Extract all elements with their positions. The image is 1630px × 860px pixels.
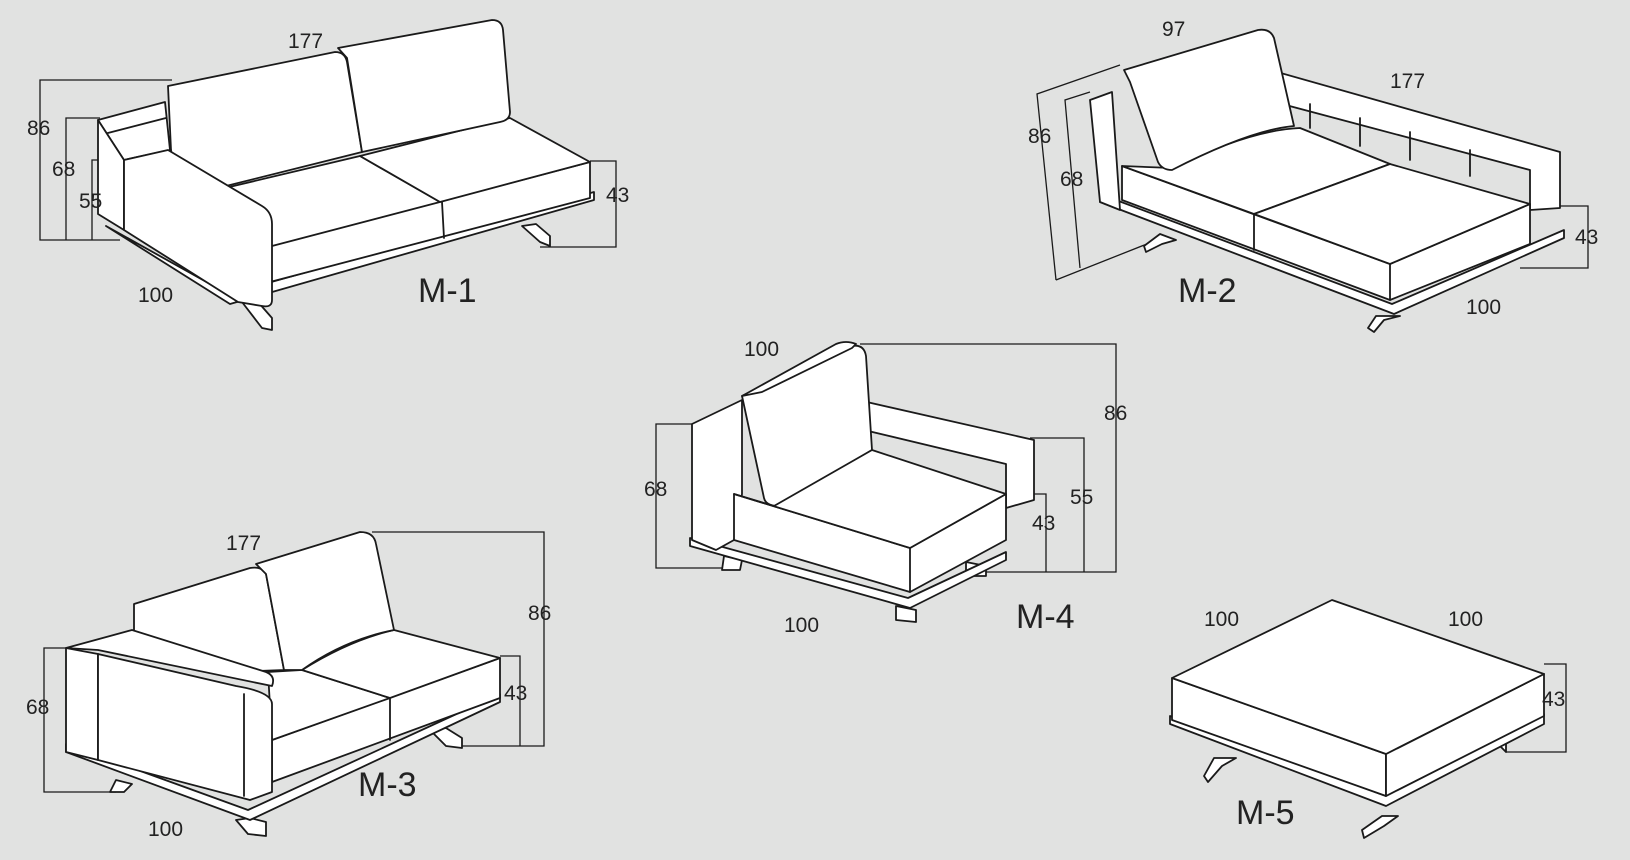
m2-seat-cushion-right bbox=[1253, 163, 1531, 265]
m4-leg-front bbox=[895, 605, 917, 623]
m5-dim-seat: 43 bbox=[1542, 688, 1565, 711]
m2-label: M-2 bbox=[1178, 272, 1237, 310]
module-m2: 97 177 86 68 43 100 M-2 bbox=[1028, 18, 1598, 333]
m4-seat-cushion bbox=[733, 449, 1007, 549]
m2-dim-seat: 43 bbox=[1575, 226, 1598, 249]
m4-dimension-lines bbox=[655, 343, 1117, 573]
m1-dim-height: 86 bbox=[27, 117, 50, 140]
m4-dim-inner-arm: 55 bbox=[1070, 486, 1093, 509]
m4-dim-width: 100 bbox=[744, 338, 779, 361]
m2-leg-front bbox=[1367, 315, 1401, 333]
m5-leg-right bbox=[1361, 815, 1399, 839]
m2-dim-back-width: 97 bbox=[1162, 18, 1185, 41]
m2-leg-back bbox=[1143, 233, 1177, 253]
m5-dimension-lines bbox=[1506, 663, 1567, 753]
m2-dim-depth: 100 bbox=[1466, 296, 1501, 319]
m4-dim-seat: 43 bbox=[1032, 512, 1055, 535]
m3-dim-arm-height: 68 bbox=[26, 696, 49, 719]
m2-back-cushion bbox=[1123, 28, 1295, 171]
m1-dim-seat: 43 bbox=[606, 184, 629, 207]
m3-arm-front bbox=[97, 653, 273, 801]
m2-dimension-lines bbox=[1036, 64, 1589, 281]
m3-dim-width: 177 bbox=[226, 532, 261, 555]
m3-dim-height: 86 bbox=[528, 602, 551, 625]
m1-back-cushion-right bbox=[337, 19, 511, 153]
m2-dim-length: 177 bbox=[1390, 70, 1425, 93]
m3-leg-front bbox=[109, 779, 133, 793]
m5-label: M-5 bbox=[1236, 794, 1295, 832]
m1-arm-front bbox=[123, 149, 273, 308]
module-m4: 100 86 68 55 43 100 M-4 bbox=[644, 338, 1127, 637]
m2-dim-height: 86 bbox=[1028, 125, 1051, 148]
m4-base bbox=[689, 537, 1007, 609]
m3-arm-top bbox=[65, 629, 275, 687]
m3-label: M-3 bbox=[358, 766, 417, 804]
m3-dim-depth: 100 bbox=[148, 818, 183, 841]
m3-dim-seat: 43 bbox=[504, 682, 527, 705]
m3-back-cushion-right bbox=[255, 531, 395, 671]
module-m3: 177 86 68 43 100 M-3 bbox=[26, 531, 551, 841]
m1-leg-back bbox=[521, 223, 551, 247]
m5-leg-left bbox=[1203, 757, 1237, 783]
module-m1: 177 86 68 55 43 100 M-1 bbox=[27, 19, 629, 331]
m4-label: M-4 bbox=[1016, 598, 1075, 636]
m5-dim-width: 100 bbox=[1204, 608, 1239, 631]
m4-dim-depth: 100 bbox=[784, 614, 819, 637]
m4-dim-height: 86 bbox=[1104, 402, 1127, 425]
m2-arm bbox=[1089, 91, 1121, 211]
m4-back-top bbox=[741, 341, 857, 397]
m4-dim-arm-height: 68 bbox=[644, 478, 667, 501]
m5-dim-length: 100 bbox=[1448, 608, 1483, 631]
m1-dim-inner-arm: 55 bbox=[79, 190, 102, 213]
module-m5: 100 100 43 M-5 bbox=[1169, 599, 1567, 839]
m1-label: M-1 bbox=[418, 272, 477, 310]
m5-cushion-top bbox=[1171, 599, 1545, 755]
m1-dim-arm-height: 68 bbox=[52, 158, 75, 181]
m3-arm-side bbox=[65, 647, 99, 761]
m3-leg-mid bbox=[235, 817, 267, 837]
m2-dim-arm-height: 68 bbox=[1060, 168, 1083, 191]
m1-dim-width: 177 bbox=[288, 30, 323, 53]
m3-dimension-lines bbox=[43, 531, 545, 793]
m1-dim-depth: 100 bbox=[138, 284, 173, 307]
